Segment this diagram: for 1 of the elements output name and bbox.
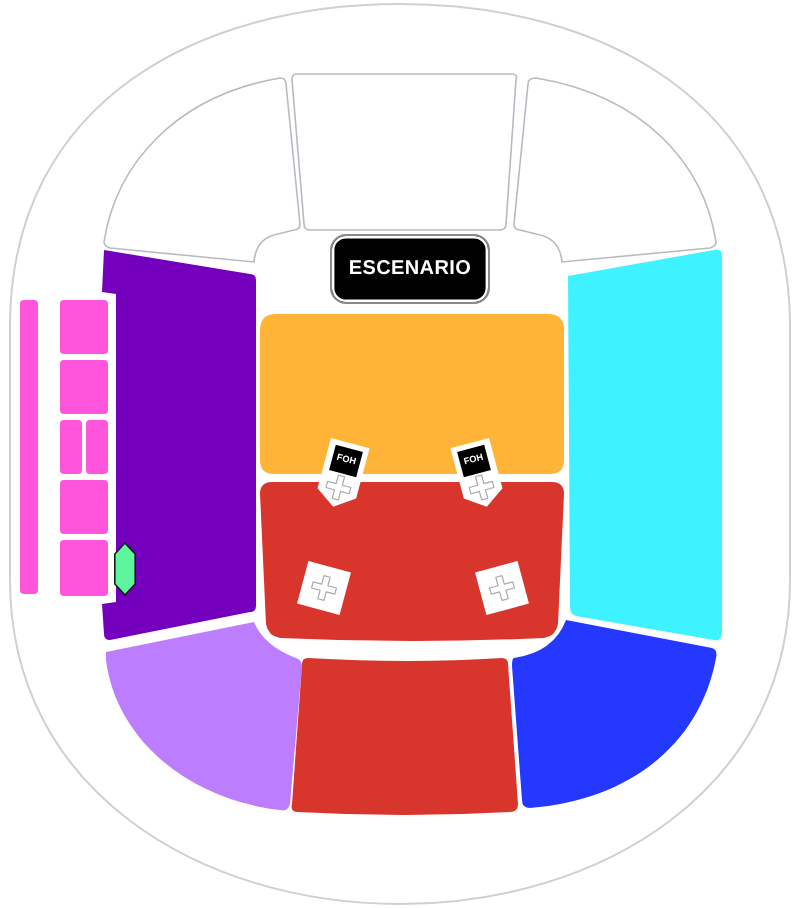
stage-box: ESCENARIO <box>330 234 490 304</box>
